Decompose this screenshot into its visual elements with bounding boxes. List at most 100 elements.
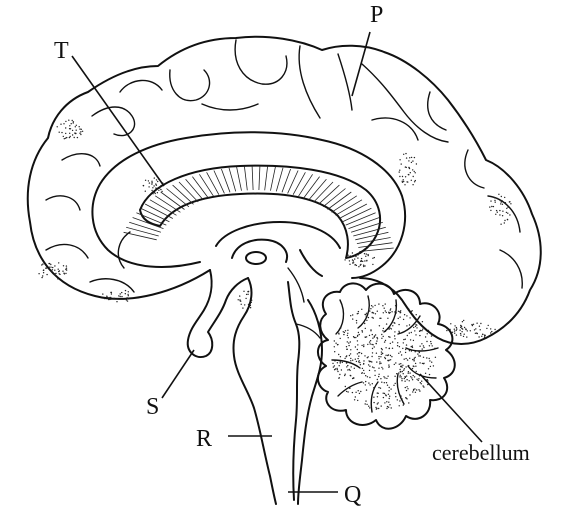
stipple-dot xyxy=(501,201,502,202)
stipple-dot xyxy=(389,312,390,313)
stipple-dot xyxy=(389,387,390,388)
stipple-dot xyxy=(401,354,402,355)
callosum-striation xyxy=(145,204,173,219)
stipple-dot xyxy=(490,200,491,201)
stipple-dot xyxy=(154,177,155,178)
stipple-dot xyxy=(433,365,434,366)
stipple-dot xyxy=(491,206,492,207)
stipple-dot xyxy=(338,354,339,355)
stipple-dot xyxy=(248,291,249,292)
stipple-dot xyxy=(364,355,365,356)
stipple-dot xyxy=(155,193,156,194)
callosum-striation xyxy=(124,232,157,240)
stipple-dot xyxy=(399,171,400,172)
stipple-dot xyxy=(405,352,406,353)
stipple-dot xyxy=(502,204,503,205)
stipple-dot xyxy=(383,393,384,394)
stipple-dot xyxy=(357,257,358,258)
stipple-dot xyxy=(127,294,128,295)
stipple-dot xyxy=(378,393,379,394)
stipple-dot xyxy=(464,334,465,335)
stipple-dot xyxy=(405,166,406,167)
stipple-dot xyxy=(54,265,55,266)
callosum-striation xyxy=(133,218,164,229)
stipple-dot xyxy=(405,153,406,154)
stipple-dot xyxy=(160,189,161,190)
stipple-dot xyxy=(63,123,64,124)
stipple-dot xyxy=(419,346,420,347)
stipple-dot xyxy=(415,324,416,325)
stipple-dot xyxy=(368,317,369,318)
stipple-dot xyxy=(372,312,373,313)
stipple-dot xyxy=(412,391,413,392)
stipple-dot xyxy=(466,336,467,337)
stipple-dot xyxy=(374,346,375,347)
stipple-dot xyxy=(435,357,436,358)
stipple-dot xyxy=(396,312,397,313)
stipple-dot xyxy=(361,353,362,354)
stipple-dot xyxy=(399,176,400,177)
stipple-dot xyxy=(52,267,53,268)
stipple-dot xyxy=(420,355,421,356)
stipple-dot xyxy=(376,343,377,344)
stipple-dot xyxy=(371,361,372,362)
stipple-dot xyxy=(106,296,107,297)
stipple-dot xyxy=(405,349,406,350)
stipple-dot xyxy=(403,370,404,371)
stipple-dot xyxy=(499,214,500,215)
stipple-dot xyxy=(405,339,406,340)
stipple-dot xyxy=(501,196,502,197)
stipple-dot xyxy=(369,341,370,342)
stipple-dot xyxy=(152,193,153,194)
stipple-dot xyxy=(399,376,400,377)
stipple-dot xyxy=(355,337,356,338)
stipple-dot xyxy=(145,180,146,181)
stipple-dot xyxy=(480,329,481,330)
stipple-dot xyxy=(121,292,122,293)
stipple-dot xyxy=(49,267,50,268)
stipple-dot xyxy=(396,373,397,374)
stipple-dot xyxy=(430,341,431,342)
stipple-dot xyxy=(395,393,396,394)
stipple-dot xyxy=(406,398,407,399)
stipple-dot xyxy=(429,345,430,346)
stipple-dot xyxy=(79,126,80,127)
stipple-dot xyxy=(109,297,110,298)
stipple-dot xyxy=(500,203,501,204)
stipple-dot xyxy=(358,332,359,333)
stipple-dot xyxy=(490,332,491,333)
stipple-dot xyxy=(386,395,387,396)
stipple-dot xyxy=(386,382,387,383)
stipple-dot xyxy=(501,200,502,201)
stipple-dot xyxy=(244,304,245,305)
stipple-dot xyxy=(411,157,412,158)
stipple-dot xyxy=(409,394,410,395)
stipple-dot xyxy=(423,363,424,364)
stipple-dot xyxy=(372,383,373,384)
stipple-dot xyxy=(151,190,152,191)
stipple-dot xyxy=(336,368,337,369)
stipple-dot xyxy=(369,310,370,311)
stipple-dot xyxy=(72,134,73,135)
callosum-striation xyxy=(129,222,161,232)
stipple-dot xyxy=(474,329,475,330)
stipple-dot xyxy=(500,200,501,201)
stipple-dot xyxy=(388,354,389,355)
stipple-dot xyxy=(392,341,393,342)
stipple-dot xyxy=(75,126,76,127)
stipple-dot xyxy=(65,133,66,134)
stipple-dot xyxy=(340,361,341,362)
stipple-dot xyxy=(404,184,405,185)
stipple-dot xyxy=(156,179,157,180)
stipple-dot xyxy=(349,362,350,363)
stipple-dot xyxy=(82,131,83,132)
callosum-striation xyxy=(343,208,372,221)
stipple-dot xyxy=(352,318,353,319)
stipple-dot xyxy=(446,328,447,329)
stipple-dot xyxy=(456,330,457,331)
stipple-dot xyxy=(59,274,60,275)
stipple-dot xyxy=(366,313,367,314)
stipple-dot xyxy=(506,212,507,213)
stipple-dot xyxy=(383,312,384,313)
stipple-dot xyxy=(387,385,388,386)
